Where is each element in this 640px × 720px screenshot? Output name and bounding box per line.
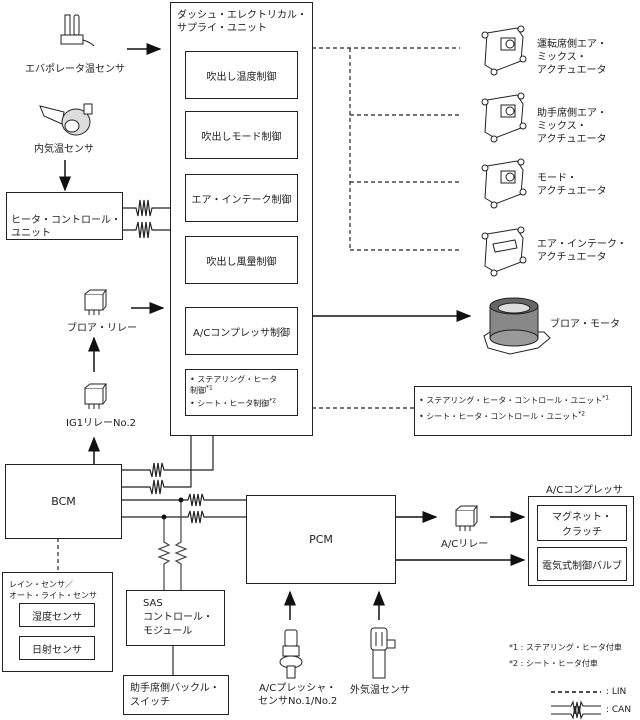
- legend-can-line: [551, 700, 601, 720]
- heater-unit-text: ステアリング・ヒータ・コントロール・ユニット: [426, 396, 603, 405]
- heater-control-unit: ヒータ・コントロール・ ユニット: [6, 192, 123, 240]
- cabin-temp-sensor-icon: [39, 103, 93, 136]
- ac-pressure-sensor-icon: [279, 629, 303, 679]
- actuator-label: モード・ アクチュエータ: [537, 173, 607, 197]
- buckle-switch-box: 助手席側バックル・ スイッチ: [123, 675, 229, 715]
- footnote: *1 : ステアリング・ヒータ付車: [509, 643, 622, 652]
- blower-relay-label: ブロア・リレー: [67, 323, 137, 334]
- control-label: 吹出し風量制御: [206, 256, 277, 268]
- bcm-label: BCM: [51, 495, 76, 508]
- control-valve-label: 電気式制御バルブ: [542, 560, 622, 572]
- dsu-control-temperature: 吹出し温度制御: [185, 51, 298, 99]
- actuator-label: 助手席側エア・ ミックス・ アクチュエータ: [537, 108, 607, 145]
- bcm-box: BCM: [5, 464, 122, 539]
- lin-dsu-actuators: [312, 47, 460, 251]
- ac-compressor-title: A/Cコンプレッサ: [546, 485, 623, 496]
- junction-dot: [178, 497, 184, 503]
- dsu-control-ac-compressor: A/Cコンプレッサ制御: [185, 307, 298, 355]
- dsu-heater-controls: ステアリング・ヒータ 制御*1 シート・ヒータ制御*2: [185, 369, 298, 416]
- can-heater-dsu: [122, 199, 170, 239]
- cabin-sensor-label: 内気温センサ: [34, 144, 94, 155]
- heater-item-text: ステアリング・ヒータ 制御: [190, 375, 278, 395]
- solar-sensor-label: 日射センサ: [32, 644, 82, 656]
- ac-compressor-box: マグネット・ クラッチ 電気式制御バルブ: [528, 496, 634, 586]
- rain-light-sensor-box: レイン・センサ／ オート・ライト・センサ 湿度センサ 日射センサ: [2, 572, 113, 672]
- dsu-control-intake: エア・インテーク制御: [185, 174, 298, 222]
- heater-item-text: シート・ヒータ制御: [197, 399, 270, 408]
- sas-control-module: SAS コントロール・ モジュール: [126, 590, 225, 646]
- ac-pressure-sensor-label: A/Cプレッシャ・ センサNo.1/No.2: [258, 683, 338, 707]
- heater-unit-item: ステアリング・ヒータ・コントロール・ユニット*1: [419, 394, 609, 407]
- heater-control-unit-label: ヒータ・コントロール・ ユニット: [11, 215, 121, 239]
- humidity-sensor-label: 湿度センサ: [32, 611, 82, 623]
- sas-label: SAS コントロール・ モジュール: [143, 598, 213, 637]
- heater-control-item: シート・ヒータ制御*2: [190, 398, 276, 409]
- heater-unit-item: シート・ヒータ・コントロール・ユニット*2: [419, 410, 585, 423]
- footnote-ref: *2: [578, 410, 586, 418]
- blower-relay-icon: [84, 289, 107, 315]
- footnote: *2 : シート・ヒータ付車: [509, 659, 598, 668]
- buckle-switch-label: 助手席側バックル・ スイッチ: [130, 683, 220, 708]
- ambient-sensor-label: 外気温センサ: [350, 685, 410, 696]
- blower-motor-label: ブロア・モータ: [550, 319, 620, 330]
- actuator-icon: [481, 226, 527, 277]
- junction-dot: [161, 514, 167, 520]
- footnote-ref: *1: [206, 384, 213, 392]
- can-sas-branch: [157, 500, 188, 590]
- dash-electrical-supply-unit: ダッシュ・エレクトリカル・ サプライ・ユニット 吹出し温度制御 吹出しモード制御…: [170, 2, 313, 436]
- footnote-ref: *2: [269, 397, 277, 405]
- rain-sensor-title: レイン・センサ／ オート・ライト・センサ: [9, 580, 97, 600]
- actuator-icon: [481, 25, 527, 76]
- control-label: 吹出しモード制御: [201, 131, 282, 143]
- ac-relay-label: A/Cリレー: [441, 539, 489, 550]
- control-label: A/Cコンプレッサ制御: [193, 327, 290, 339]
- ambient-sensor-icon: [370, 627, 396, 679]
- blower-motor-icon: [483, 297, 551, 355]
- actuator-icon: [481, 158, 527, 209]
- heater-units-box: ステアリング・ヒータ・コントロール・ユニット*1 シート・ヒータ・コントロール・…: [414, 386, 632, 436]
- control-label: エア・インテーク制御: [191, 194, 292, 206]
- magnetic-clutch-box: マグネット・ クラッチ: [537, 505, 627, 541]
- dsu-control-blower: 吹出し風量制御: [185, 236, 298, 284]
- actuator-icon: [481, 92, 527, 143]
- heater-unit-text: シート・ヒータ・コントロール・ユニット: [426, 412, 579, 421]
- evaporator-sensor-icon: [60, 14, 95, 47]
- ac-relay-icon: [455, 505, 478, 531]
- legend-can-label: : CAN: [606, 705, 632, 715]
- control-label: 吹出し温度制御: [206, 71, 277, 83]
- dsu-control-mode: 吹出しモード制御: [185, 111, 298, 159]
- actuator-label: 運転席側エア・ ミックス・ アクチュエータ: [537, 39, 607, 76]
- heater-control-item: ステアリング・ヒータ 制御*1: [190, 374, 277, 396]
- pcm-label: PCM: [309, 533, 333, 546]
- ig1-relay-icon: [84, 383, 107, 409]
- control-valve-box: 電気式制御バルブ: [537, 547, 627, 581]
- legend-lin-label: : LIN: [606, 687, 627, 697]
- evaporator-sensor-label: エバポレータ温センサ: [25, 64, 125, 75]
- pcm-box: PCM: [246, 495, 396, 584]
- footnote-ref: *1: [602, 394, 610, 402]
- magnetic-clutch-label: マグネット・ クラッチ: [552, 512, 612, 538]
- can-dsu-bcm: [122, 434, 214, 495]
- humidity-sensor-box: 湿度センサ: [19, 603, 95, 627]
- dsu-title: ダッシュ・エレクトリカル・ サプライ・ユニット: [177, 10, 307, 34]
- solar-sensor-box: 日射センサ: [19, 636, 95, 660]
- can-bcm-pcm: [122, 493, 246, 524]
- actuator-label: エア・インテーク・ アクチュエータ: [537, 239, 627, 263]
- ig1-relay-label: IG1リレーNo.2: [66, 418, 137, 429]
